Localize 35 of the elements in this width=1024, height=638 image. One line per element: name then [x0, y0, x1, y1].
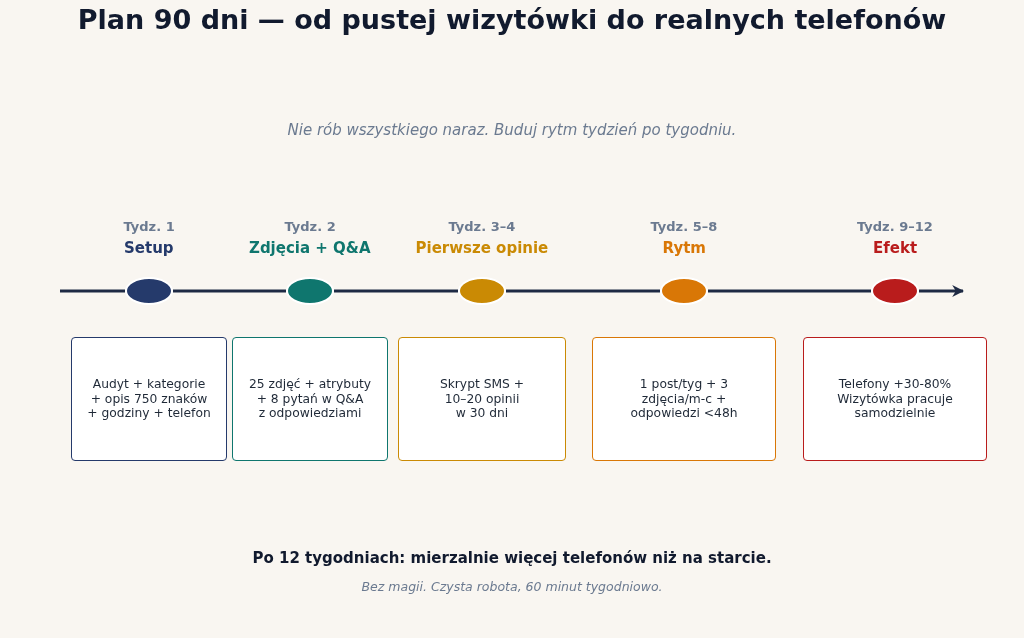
step-card: [398, 337, 566, 461]
timeline-line: [173, 289, 286, 293]
card-text: 25 zdjęć + atrybuty + 8 pytań w Q&A z odpowiedziami: [247, 377, 373, 421]
phase-title: Zdjęcia + Q&A: [249, 239, 371, 257]
phase-title: Rytm: [662, 239, 706, 257]
summary-text: Po 12 tygodniach: mierzalnie więcej telefonów niż na starcie.: [252, 549, 772, 567]
step-card: [71, 337, 227, 461]
timeline-line: [708, 289, 871, 293]
timeline-line: [334, 289, 458, 293]
card-text: Telefony +30-80% Wizytówka pracuje samodzielnie: [836, 377, 954, 421]
milestone-dot: [286, 277, 334, 305]
footnote: Bez magii. Czysta robota, 60 minut tygodniowo.: [361, 578, 663, 594]
step-card: [592, 337, 776, 461]
week-label: Tydz. 1: [123, 218, 175, 234]
timeline-line: [60, 289, 125, 293]
phase-title: Setup: [124, 239, 174, 257]
phase-title: Efekt: [873, 239, 918, 257]
phase-title: Pierwsze opinie: [415, 239, 549, 257]
step-card: [803, 337, 987, 461]
week-label: Tydz. 2: [284, 218, 336, 234]
timeline-arrow: [919, 285, 965, 297]
milestone-dot: [871, 277, 919, 305]
week-label: Tydz. 3–4: [448, 218, 516, 234]
week-label: Tydz. 5–8: [650, 218, 718, 234]
card-text: Audyt + kategorie + opis 750 znaków + godziny + telefon: [86, 377, 212, 421]
subtitle: Nie rób wszystkiego naraz. Buduj rytm tydzień po tygodniu.: [287, 121, 737, 139]
step-card: [232, 337, 388, 461]
title: Plan 90 dni — od pustej wizytówki do realnych telefonów: [77, 4, 947, 35]
milestone-dot: [125, 277, 173, 305]
milestone-dot: [660, 277, 708, 305]
week-label: Tydz. 9–12: [857, 218, 933, 234]
card-text: Skrypt SMS + 10–20 opinii w 30 dni: [438, 377, 526, 421]
card-text: 1 post/tyg + 3 zdjęcia/m-c + odpowiedzi <48h: [629, 377, 739, 421]
timeline-line: [506, 289, 660, 293]
milestone-dot: [458, 277, 506, 305]
